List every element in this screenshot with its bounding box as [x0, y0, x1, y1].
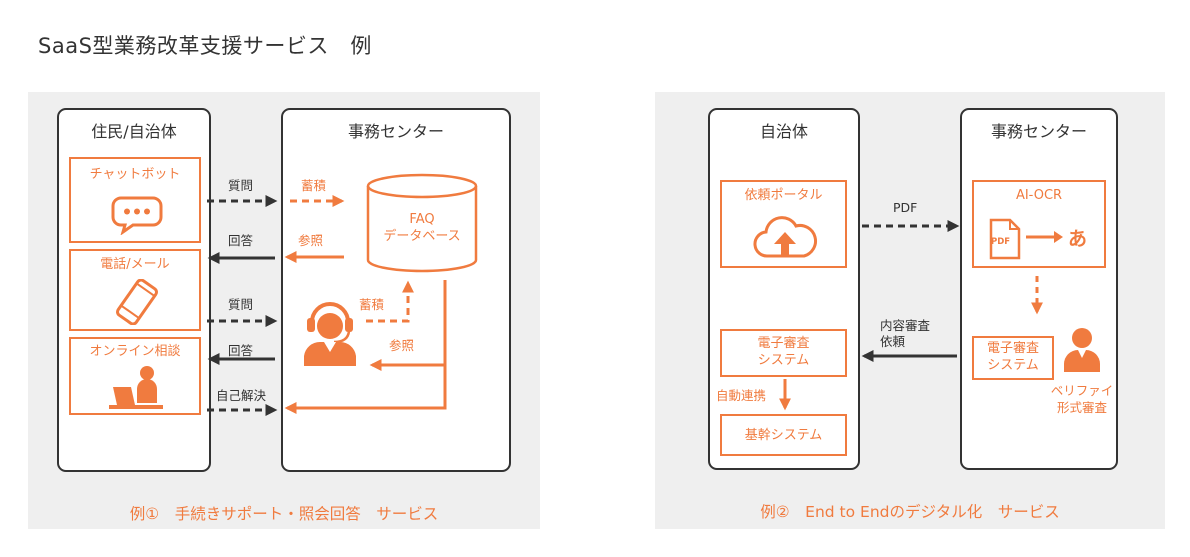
faq-db-line2: データベース — [383, 228, 461, 244]
phone-mail-box: 電話/メール — [69, 249, 201, 331]
review-system-left-line2: システム — [757, 353, 810, 368]
ai-ocr-box: AI-OCR PDF あ — [972, 180, 1106, 268]
example1-right-column-title: 事務センター — [347, 122, 444, 141]
pdf-arrow-label: PDF — [893, 200, 918, 215]
example1-right-column: 事務センター — [281, 108, 511, 472]
ai-ocr-label: AI-OCR — [1015, 188, 1063, 203]
verifier-line1: ベリファイ — [1050, 383, 1114, 398]
request-label-line2: 依頼 — [880, 334, 906, 350]
request-label-line1: 内容審査 — [880, 318, 931, 333]
accumulate-arrow-2 — [366, 280, 414, 323]
online-consult-box: オンライン相談 — [69, 337, 201, 415]
accumulate-label-2: 蓄積 — [359, 297, 385, 312]
chatbot-box: チャットボット — [69, 157, 201, 243]
example2-caption: 例② End to Endのデジタル化 サービス — [760, 503, 1060, 521]
chatbot-label: チャットボット — [89, 167, 181, 182]
request-label: 内容審査 依頼 — [880, 318, 930, 351]
accumulate-label-1: 蓄積 — [301, 178, 327, 193]
refer-label-1: 参照 — [298, 233, 324, 248]
review-system-right-line2: システム — [987, 358, 1039, 373]
ocr-result-char: あ — [1068, 228, 1088, 250]
example1-left-column-title: 住民/自治体 — [91, 122, 177, 141]
cloud-upload-icon — [753, 216, 817, 258]
person-at-laptop-icon — [109, 366, 163, 409]
online-consult-label: オンライン相談 — [89, 344, 181, 359]
ocr-pdf-text: PDF — [991, 237, 1011, 247]
question-label-2: 質問 — [228, 297, 254, 312]
refer-label-2: 参照 — [389, 338, 415, 353]
faq-db-label: FAQ データベース — [365, 212, 479, 246]
request-portal-box: 依頼ポータル — [720, 180, 847, 268]
example2-right-column: 事務センター — [960, 108, 1118, 470]
smartphone-icon — [116, 279, 158, 325]
self-solve-label: 自己解決 — [216, 388, 267, 403]
verifier-line2: 形式審査 — [1056, 399, 1107, 415]
example1-caption: 例① 手続きサポート・照会回答 サービス — [129, 505, 439, 523]
example2-left-column-title: 自治体 — [759, 122, 808, 141]
review-system-left-line1: 電子審査 — [757, 336, 810, 351]
review-system-right-line1: 電子審査 — [986, 341, 1039, 356]
auto-link-label: 自動連携 — [716, 388, 767, 403]
review-system-left-box: 電子審査 システム — [720, 329, 847, 377]
verifier-label: ベリファイ 形式審査 — [1040, 383, 1124, 417]
chat-bubble-icon — [111, 196, 163, 235]
question-label-1: 質問 — [228, 178, 254, 193]
example2-right-column-title: 事務センター — [990, 122, 1087, 141]
database-cylinder-icon — [366, 173, 478, 273]
request-portal-label: 依頼ポータル — [744, 188, 823, 203]
core-system-label: 基幹システム — [744, 428, 823, 443]
convert-arrow-icon — [1026, 231, 1063, 243]
faq-db-line1: FAQ — [409, 212, 435, 227]
pdf-file-icon — [989, 218, 1021, 260]
person-icon — [1064, 328, 1100, 372]
review-system-right-box: 電子審査 システム — [972, 336, 1054, 380]
page-title: SaaS型業務改革支援サービス 例 — [38, 34, 372, 58]
self-solve-db-arrow — [284, 365, 447, 414]
core-system-box: 基幹システム — [720, 414, 847, 456]
headset-operator-icon — [304, 302, 356, 366]
phone-mail-label: 電話/メール — [100, 257, 170, 272]
answer-label-1: 回答 — [228, 233, 254, 248]
answer-label-2: 回答 — [228, 343, 254, 358]
